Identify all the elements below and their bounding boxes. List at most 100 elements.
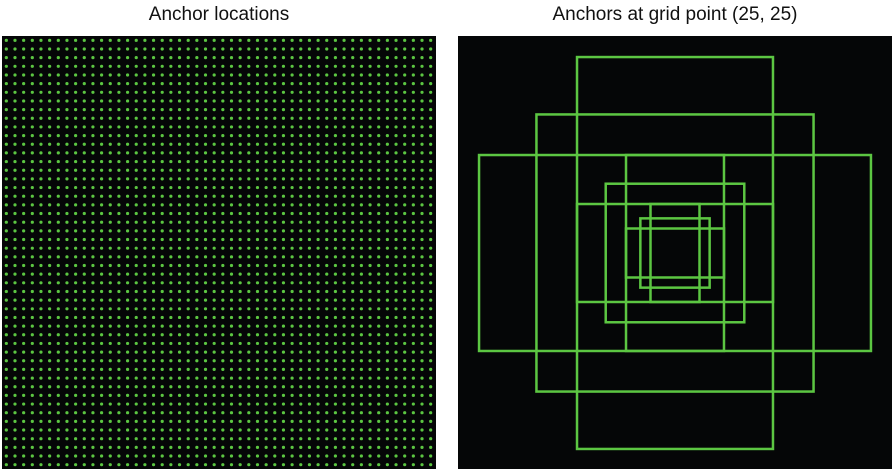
anchor-point (255, 463, 260, 467)
anchor-point (325, 56, 329, 60)
anchor-point (342, 350, 346, 354)
anchor-point (342, 116, 346, 120)
anchor-point (411, 90, 415, 94)
anchor-point (255, 133, 260, 138)
anchor-point (229, 151, 234, 155)
anchor-point (325, 64, 329, 68)
anchor-point (385, 263, 389, 268)
anchor-point (403, 333, 407, 337)
anchor-point (359, 445, 363, 449)
anchor-point (307, 402, 312, 406)
anchor-point (247, 307, 251, 311)
anchor-point (325, 73, 329, 77)
anchor-point (22, 38, 26, 42)
anchor-point (325, 298, 329, 302)
anchor-point (108, 177, 112, 181)
anchor-point (238, 385, 242, 389)
anchor-point (56, 419, 60, 423)
anchor-point (74, 263, 78, 268)
anchor-point (325, 246, 329, 250)
anchor-point (186, 237, 190, 242)
anchor-point (134, 211, 138, 216)
anchor-point (290, 454, 294, 458)
anchor-point (195, 82, 199, 86)
anchor-point (91, 445, 95, 449)
anchor-point (403, 47, 407, 51)
anchor-point (403, 445, 407, 449)
anchor-point (195, 376, 199, 380)
anchor-point (30, 454, 34, 458)
anchor-point (229, 73, 234, 77)
anchor-point (91, 90, 95, 94)
anchor-point (299, 229, 303, 233)
anchor-point (22, 411, 26, 415)
anchor-point (186, 82, 190, 86)
anchor-point (221, 376, 225, 380)
anchor-point (186, 307, 190, 311)
anchor-point (56, 272, 60, 276)
anchor-point (125, 220, 130, 224)
anchor-point (342, 38, 346, 42)
anchor-point (30, 307, 34, 311)
anchor-point (82, 281, 86, 285)
anchor-point (290, 125, 294, 129)
anchor-point (65, 47, 69, 51)
anchor-point (255, 90, 260, 94)
anchor-point (299, 220, 303, 224)
anchor-point (333, 263, 338, 268)
anchor-point (221, 315, 225, 320)
anchor-point (65, 177, 69, 181)
anchor-point (255, 341, 260, 346)
anchor-point (160, 445, 164, 449)
anchor-point (160, 463, 164, 467)
anchor-point (264, 376, 268, 380)
anchor-point (429, 411, 433, 415)
anchor-point (264, 229, 268, 233)
anchor-point (264, 419, 268, 423)
anchor-point (411, 419, 415, 423)
anchor-point (160, 367, 164, 372)
anchor-point (394, 177, 398, 181)
anchor-point (56, 99, 60, 103)
anchor-point (82, 411, 86, 415)
anchor-point (48, 151, 52, 155)
anchor-point (247, 393, 251, 397)
anchor-point (221, 56, 225, 60)
anchor-point (255, 263, 260, 268)
anchor-point (203, 47, 208, 51)
anchor-point (264, 151, 268, 155)
anchor-point (56, 402, 60, 406)
anchor-point (39, 307, 43, 311)
anchor-point (13, 220, 17, 224)
anchor-point (13, 142, 17, 146)
anchor-point (325, 116, 329, 120)
anchor-point (39, 272, 43, 276)
anchor-point (264, 402, 268, 406)
anchor-point (195, 194, 199, 198)
anchor-point (290, 185, 294, 190)
anchor-point (420, 315, 424, 320)
anchor-point (359, 90, 363, 94)
anchor-point (368, 341, 372, 346)
anchor-point (238, 82, 242, 86)
anchor-point (134, 237, 138, 242)
anchor-point (325, 194, 329, 198)
anchor-point (385, 108, 389, 112)
anchor-point (385, 463, 389, 467)
anchor-point (429, 272, 433, 276)
anchor-point (74, 47, 78, 51)
anchor-point (4, 99, 8, 103)
anchor-point (229, 454, 234, 458)
anchor-point (290, 151, 294, 155)
anchor-point (377, 125, 381, 129)
anchor-point (108, 428, 112, 432)
anchor-point (247, 125, 251, 129)
anchor-point (169, 437, 173, 441)
anchor-point (39, 47, 43, 51)
anchor-point (411, 99, 415, 103)
anchor-point (65, 333, 69, 337)
anchor-point (229, 255, 234, 259)
anchor-point (429, 437, 433, 441)
anchor-point (13, 177, 17, 181)
anchor-point (411, 350, 415, 354)
